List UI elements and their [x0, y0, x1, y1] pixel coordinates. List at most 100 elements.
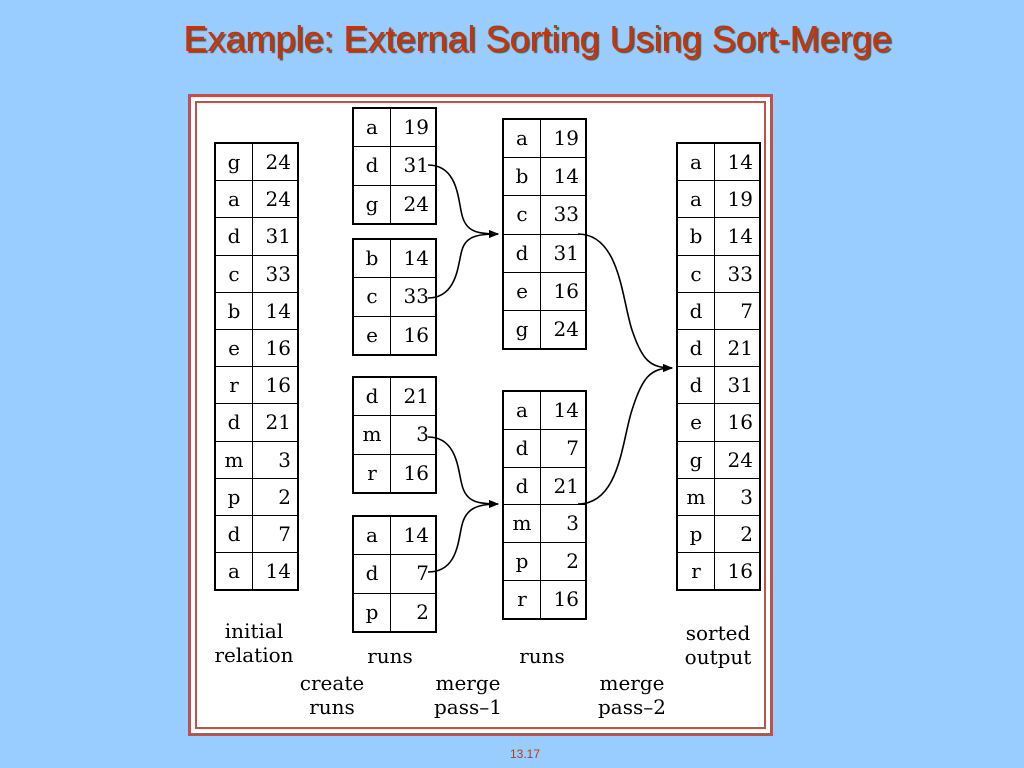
record-value: 2: [252, 477, 299, 517]
record-key: e: [676, 403, 715, 442]
arrow-run2-to-merged1: [427, 230, 499, 299]
label-initial-relation: initial relation: [214, 619, 294, 667]
record-key: d: [502, 466, 541, 506]
record-value: 3: [390, 415, 437, 455]
record-value: 16: [252, 329, 299, 368]
label-runs-2: runs: [519, 644, 565, 668]
record-key: g: [676, 440, 715, 479]
record-value: 16: [714, 403, 761, 442]
record-value: 33: [714, 254, 761, 293]
record-key: d: [676, 291, 715, 331]
label-create-runs: create runs: [299, 671, 365, 719]
record-value: 24: [252, 180, 299, 219]
record-value: 14: [540, 157, 587, 197]
record-key: a: [352, 107, 391, 148]
record-value: 21: [252, 403, 299, 442]
record-value: 14: [390, 238, 437, 279]
record-key: r: [502, 579, 541, 620]
record-value: 7: [390, 554, 437, 594]
record-value: 31: [540, 233, 587, 273]
record-value: 2: [714, 515, 761, 554]
record-value: 14: [390, 515, 437, 556]
record-value: 31: [252, 217, 299, 256]
record-value: 33: [390, 277, 437, 317]
record-key: d: [352, 146, 391, 186]
record-value: 2: [540, 542, 587, 581]
record-key: b: [352, 238, 391, 279]
slide-title: Example: External Sorting Using Sort-Mer…: [183, 18, 892, 59]
record-key: r: [676, 552, 715, 591]
record-value: 33: [252, 254, 299, 293]
record-value: 31: [714, 366, 761, 405]
arrow-merged1-to-output: [577, 233, 673, 372]
record-key: b: [676, 217, 715, 256]
record-key: d: [502, 428, 541, 468]
label-merge-pass-2: merge pass–2: [598, 671, 666, 719]
record-value: 7: [252, 515, 299, 554]
record-value: 16: [540, 271, 587, 312]
record-key: r: [214, 366, 253, 405]
record-value: 3: [540, 504, 587, 544]
record-key: a: [676, 142, 715, 182]
record-value: 16: [714, 552, 761, 591]
record-value: 7: [714, 291, 761, 331]
record-value: 14: [714, 217, 761, 256]
record-key: m: [676, 477, 715, 517]
record-key: a: [502, 118, 541, 159]
figure-frame-inner-border: [195, 101, 766, 729]
record-value: 21: [714, 329, 761, 368]
record-key: a: [214, 180, 253, 219]
record-key: r: [352, 453, 391, 494]
record-value: 14: [540, 390, 587, 430]
record-key: e: [502, 271, 541, 312]
record-key: d: [214, 403, 253, 442]
record-value: 14: [714, 142, 761, 182]
record-key: m: [214, 440, 253, 479]
record-value: 14: [252, 552, 299, 591]
record-key: g: [352, 184, 391, 225]
record-key: d: [502, 233, 541, 273]
record-key: e: [214, 329, 253, 368]
record-value: 2: [390, 592, 437, 633]
record-value: 14: [252, 291, 299, 331]
record-value: 24: [540, 310, 587, 350]
record-value: 33: [540, 195, 587, 235]
arrow-run1-to-merged1: [427, 164, 499, 238]
label-merge-pass-1: merge pass–1: [434, 671, 502, 719]
